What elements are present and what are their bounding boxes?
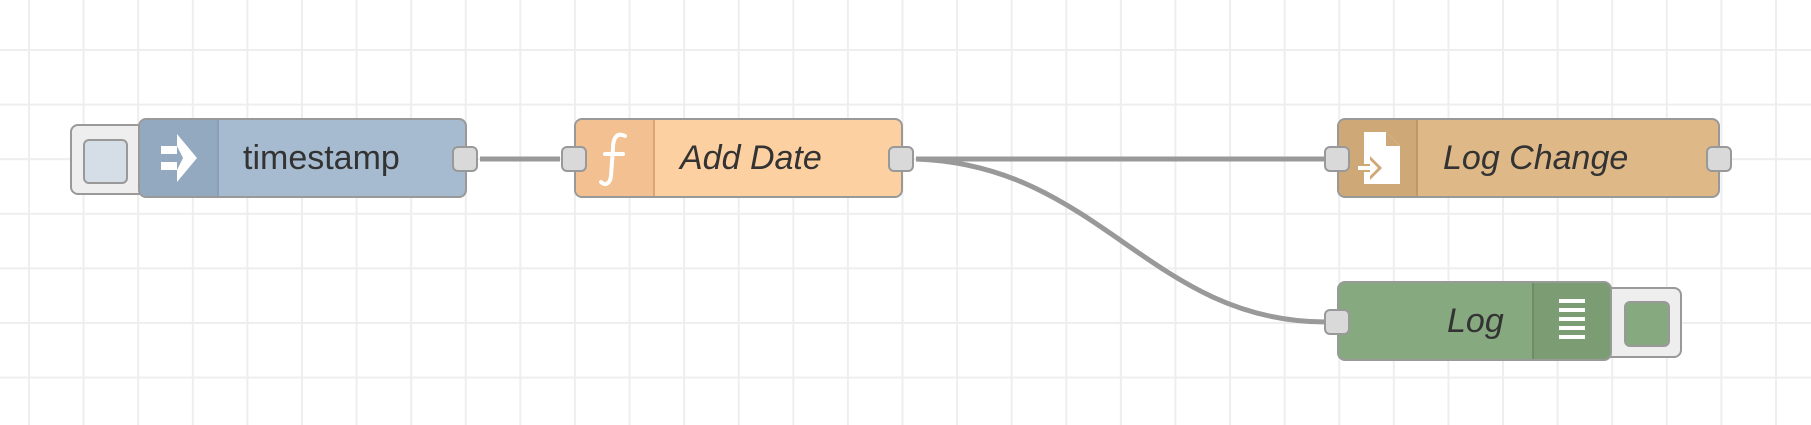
node-timestamp-label: timestamp <box>243 138 400 177</box>
wire-add-date-to-log[interactable] <box>915 156 1327 325</box>
node-add-date-input-port[interactable] <box>561 146 587 172</box>
debug-toggle-button[interactable] <box>1600 287 1682 358</box>
node-timestamp[interactable]: timestamp <box>138 118 467 198</box>
debug-toggle-button-inner <box>1624 301 1670 347</box>
file-in-icon <box>1355 132 1400 184</box>
node-add-date-label: Add Date <box>680 138 822 177</box>
node-add-date-output-port[interactable] <box>888 146 914 172</box>
node-log-change[interactable]: Log Change <box>1337 118 1720 198</box>
node-log-change-input-port[interactable] <box>1324 146 1350 172</box>
node-log-change-icon-box <box>1339 120 1418 196</box>
node-add-date-icon-box <box>576 120 655 196</box>
node-log-label: Log <box>1447 301 1504 340</box>
node-timestamp-icon-box <box>140 120 219 196</box>
node-add-date[interactable]: Add Date <box>574 118 903 198</box>
arrow-in-icon <box>160 134 197 182</box>
list-icon <box>1559 299 1585 339</box>
node-log-input-port[interactable] <box>1324 309 1350 335</box>
node-log-change-output-port[interactable] <box>1706 146 1732 172</box>
node-timestamp-output-port[interactable] <box>452 146 478 172</box>
inject-trigger-button-inner <box>83 139 128 184</box>
node-log-change-label: Log Change <box>1443 138 1629 177</box>
inject-trigger-button[interactable] <box>70 124 146 195</box>
node-log[interactable]: Log <box>1337 281 1612 361</box>
node-log-icon-box <box>1532 283 1610 359</box>
function-icon <box>598 132 627 186</box>
